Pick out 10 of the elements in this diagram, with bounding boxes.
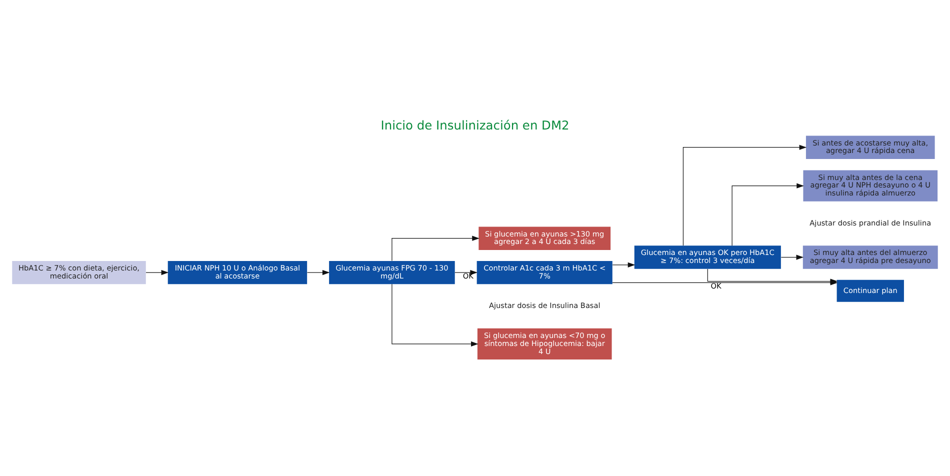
arrow (306, 269, 330, 275)
arrow (780, 254, 804, 260)
arrow (682, 144, 807, 246)
diagram-title: Inicio de Insulinización en DM2 (380, 118, 570, 132)
arrow (392, 283, 478, 346)
arrow (612, 262, 636, 267)
arrow (707, 268, 838, 284)
arrow (146, 269, 169, 275)
arrow (392, 235, 480, 261)
arrow (732, 182, 804, 246)
